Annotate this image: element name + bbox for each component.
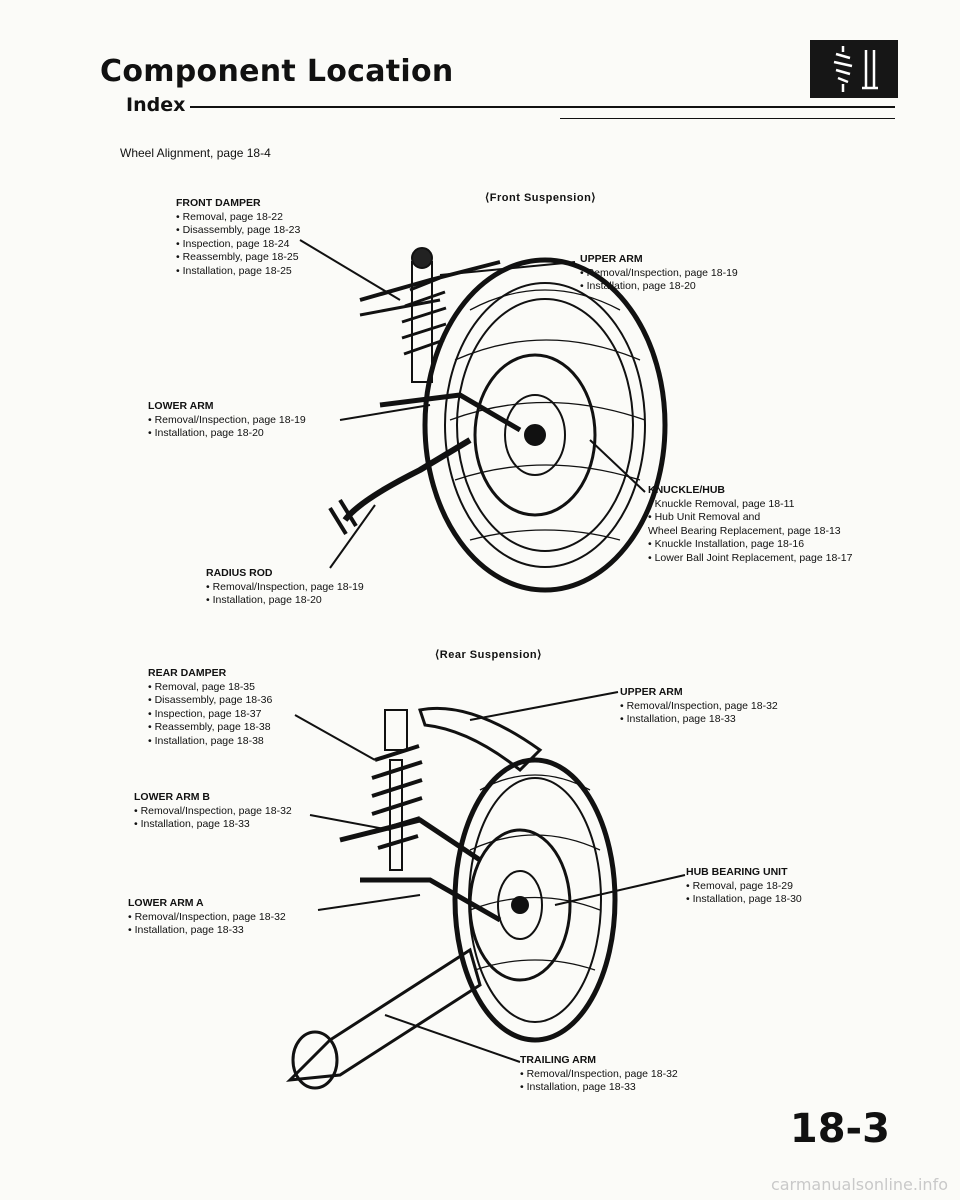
front-suspension-title: ⟨Front Suspension⟩: [485, 192, 597, 204]
callout-heading: FRONT DAMPER: [176, 197, 261, 209]
callout-item: • Inspection, page 18-24: [176, 237, 290, 250]
callout-item: • Installation, page 18-38: [148, 734, 264, 747]
page-subtitle: Index: [126, 94, 186, 116]
section-badge: [810, 40, 898, 98]
callout-front-lower-arm: LOWER ARM • Removal/Inspection, page 18-…: [148, 400, 306, 441]
callout-item: • Reassembly, page 18-38: [148, 721, 271, 733]
watermark: carmanualsonline.info: [770, 1175, 948, 1194]
callout-item: • Removal/Inspection, page 18-32: [134, 804, 292, 817]
front-suspension-drawing: [299, 239, 668, 593]
callout-item: • Hub Unit Removal and: [648, 511, 761, 523]
header-rule: [190, 106, 895, 108]
intro-text: Wheel Alignment, page 18-4: [120, 146, 271, 160]
callout-hub-bearing-unit: HUB BEARING UNIT • Removal, page 18-29 •…: [686, 866, 802, 907]
callout-item: • Installation, page 18-33: [520, 1081, 636, 1093]
callout-item: • Inspection, page 18-37: [148, 707, 262, 720]
header-rule-secondary: [560, 118, 895, 119]
callout-item: • Installation, page 18-20: [148, 427, 264, 439]
callout-front-damper: FRONT DAMPER • Removal, page 18-22 • Dis…: [176, 197, 300, 278]
suspension-spring-icon: [833, 46, 878, 92]
callout-heading: REAR DAMPER: [148, 667, 227, 679]
callout-item: • Disassembly, page 18-23: [176, 224, 301, 236]
callout-item: • Installation, page 18-20: [206, 594, 322, 606]
callout-trailing-arm: TRAILING ARM • Removal/Inspection, page …: [520, 1054, 678, 1095]
callout-heading: LOWER ARM A: [128, 897, 204, 909]
callout-lower-arm-a: LOWER ARM A • Removal/Inspection, page 1…: [128, 897, 286, 938]
callout-heading: LOWER ARM B: [134, 791, 211, 803]
page-title: Component Location: [100, 54, 454, 89]
callout-heading: KNUCKLE/HUB: [648, 484, 725, 496]
callout-item: • Removal/Inspection, page 18-19: [148, 413, 306, 426]
rear-suspension-drawing: [285, 691, 686, 1090]
callout-heading: UPPER ARM: [620, 686, 683, 698]
callout-item: • Removal/Inspection, page 18-32: [520, 1067, 678, 1080]
callout-front-upper-arm: UPPER ARM • Removal/Inspection, page 18-…: [580, 253, 738, 294]
rear-suspension-title: ⟨Rear Suspension⟩: [435, 649, 542, 661]
callout-rear-damper: REAR DAMPER • Removal, page 18-35 • Disa…: [148, 667, 272, 748]
callout-lower-arm-b: LOWER ARM B • Removal/Inspection, page 1…: [134, 791, 292, 832]
callout-radius-rod: RADIUS ROD • Removal/Inspection, page 18…: [206, 567, 364, 608]
callout-item: • Installation, page 18-30: [686, 893, 802, 905]
callout-item: • Knuckle Installation, page 18-16: [648, 538, 805, 550]
callout-item: • Installation, page 18-33: [620, 713, 736, 725]
callout-item: • Installation, page 18-33: [134, 818, 250, 830]
callout-heading: UPPER ARM: [580, 253, 643, 265]
callout-heading: HUB BEARING UNIT: [686, 866, 788, 878]
callout-item: • Disassembly, page 18-36: [148, 694, 273, 706]
callout-item: • Installation, page 18-33: [128, 924, 244, 936]
callout-item: • Installation, page 18-20: [580, 280, 696, 292]
callout-item: • Reassembly, page 18-25: [176, 251, 299, 263]
callout-item: • Lower Ball Joint Replacement, page 18-…: [648, 551, 853, 564]
callout-item: • Removal/Inspection, page 18-32: [128, 910, 286, 923]
callout-heading: RADIUS ROD: [206, 567, 273, 579]
callout-item: • Removal, page 18-29: [686, 879, 793, 892]
callout-item: • Removal/Inspection, page 18-32: [620, 699, 778, 712]
callout-heading: LOWER ARM: [148, 400, 214, 412]
callout-heading: TRAILING ARM: [520, 1054, 597, 1066]
callout-item: • Removal/Inspection, page 18-19: [206, 580, 364, 593]
callout-item: • Removal, page 18-22: [176, 210, 283, 223]
callout-rear-upper-arm: UPPER ARM • Removal/Inspection, page 18-…: [620, 686, 778, 727]
page-number: 18-3: [789, 1106, 890, 1152]
callout-item: • Knuckle Removal, page 18-11: [648, 497, 795, 510]
callout-item: • Removal, page 18-35: [148, 680, 255, 693]
callout-item: Wheel Bearing Replacement, page 18-13: [648, 524, 841, 537]
callout-item: • Removal/Inspection, page 18-19: [580, 266, 738, 279]
callout-item: • Installation, page 18-25: [176, 264, 292, 277]
callout-knuckle-hub: KNUCKLE/HUB • Knuckle Removal, page 18-1…: [648, 484, 852, 565]
